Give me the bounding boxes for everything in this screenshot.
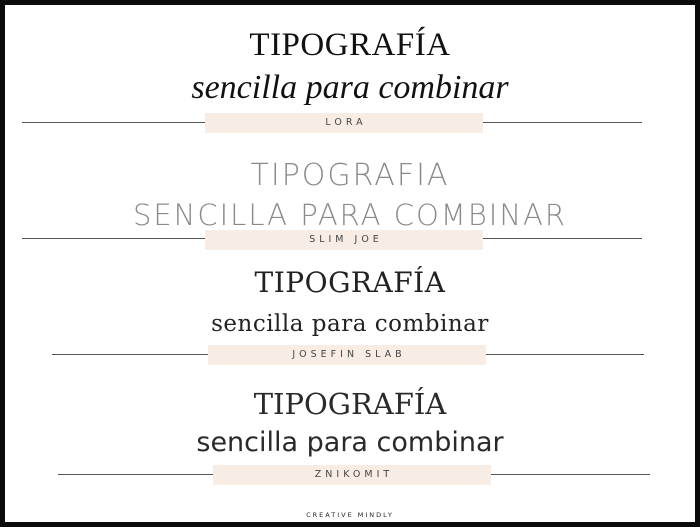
- znikomit-font-label: ZNIKOMIT: [213, 465, 491, 485]
- josefin-slab-sample-subtitle: sencilla para combinar: [211, 311, 489, 337]
- lora-sample-subtitle: sencilla para combinar: [191, 69, 509, 106]
- lora-sample-title: TIPOGRAFÍA: [249, 27, 451, 63]
- slim-joe-sample-title: TIPOGRAFIA: [250, 158, 450, 193]
- josefin-slab-sample-title: TIPOGRAFÍA: [254, 266, 446, 299]
- slim-joe-sample-subtitle: SENCILLA PARA COMBINAR: [132, 198, 568, 232]
- lora-font-label: LORA: [205, 113, 483, 133]
- josefin-slab-font-label: JOSEFIN SLAB: [208, 345, 486, 365]
- znikomit-sample-subtitle: sencilla para combinar: [196, 427, 504, 458]
- slim-joe-font-label: SLIM JOE: [205, 230, 483, 250]
- znikomit-sample-title: TIPOGRAFÍA: [253, 387, 447, 421]
- footer-brand: CREATIVE MINDLY: [306, 511, 394, 519]
